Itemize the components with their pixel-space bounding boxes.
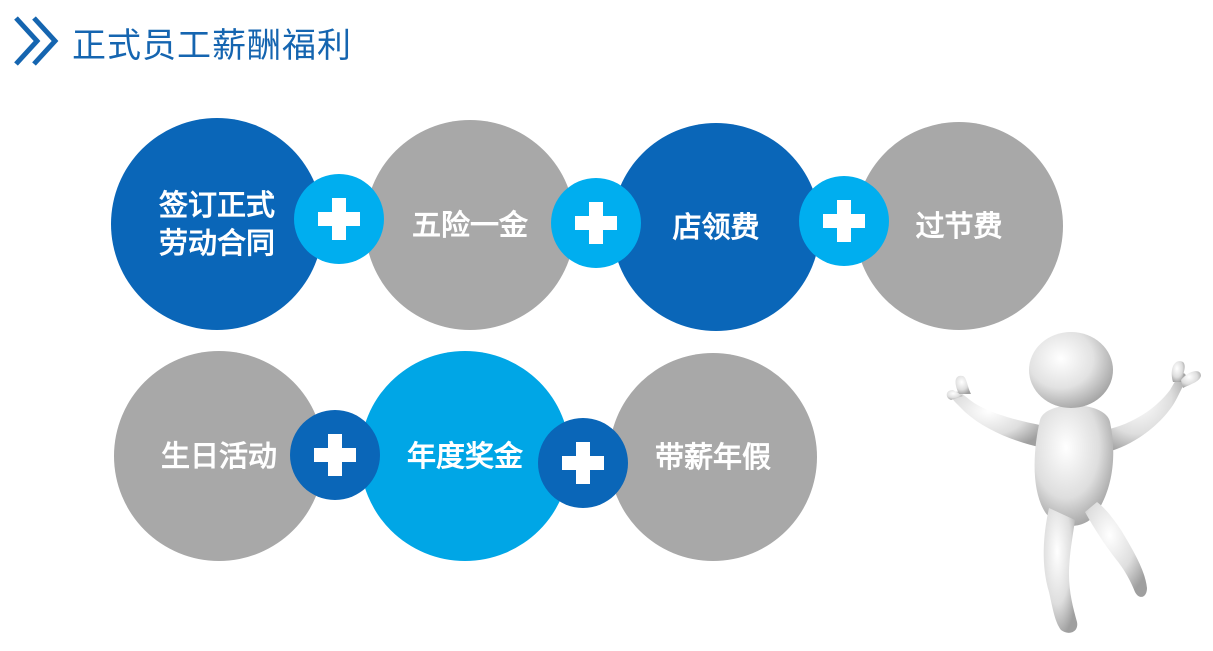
- cheering-3d-person-icon: [946, 332, 1201, 633]
- benefit-label: 店领费: [672, 210, 760, 244]
- benefit-label: 带薪年假: [654, 440, 771, 474]
- plus-connector: [551, 178, 641, 268]
- plus-icon: [562, 442, 604, 484]
- benefit-circle-birthday-events: 生日活动: [114, 351, 324, 561]
- benefit-circle-annual-bonus: 年度奖金: [360, 351, 570, 561]
- plus-connector: [294, 174, 384, 264]
- benefit-label: 五险一金: [411, 208, 528, 242]
- benefit-circle-holiday-bonus: 过节费: [855, 122, 1063, 330]
- plus-icon: [823, 200, 865, 242]
- plus-icon: [314, 434, 356, 476]
- benefit-label: 年度奖金: [406, 439, 523, 473]
- plus-icon: [318, 198, 360, 240]
- benefit-circle-paid-leave: 带薪年假: [609, 353, 817, 561]
- plus-connector: [538, 418, 628, 508]
- benefit-circle-social-insurance: 五险一金: [365, 120, 575, 330]
- benefit-circle-store-allowance: 店领费: [612, 123, 820, 331]
- benefit-label: 生日活动: [160, 439, 277, 473]
- plus-connector: [290, 410, 380, 500]
- double-chevron-right-icon: [14, 16, 59, 66]
- benefit-label: 过节费: [915, 209, 1003, 243]
- benefit-label: 签订正式 劳动合同: [158, 188, 275, 260]
- plus-icon: [575, 202, 617, 244]
- plus-connector: [799, 176, 889, 266]
- page-title: 正式员工薪酬福利: [72, 26, 352, 66]
- benefit-circle-labor-contract: 签订正式 劳动合同: [111, 118, 323, 330]
